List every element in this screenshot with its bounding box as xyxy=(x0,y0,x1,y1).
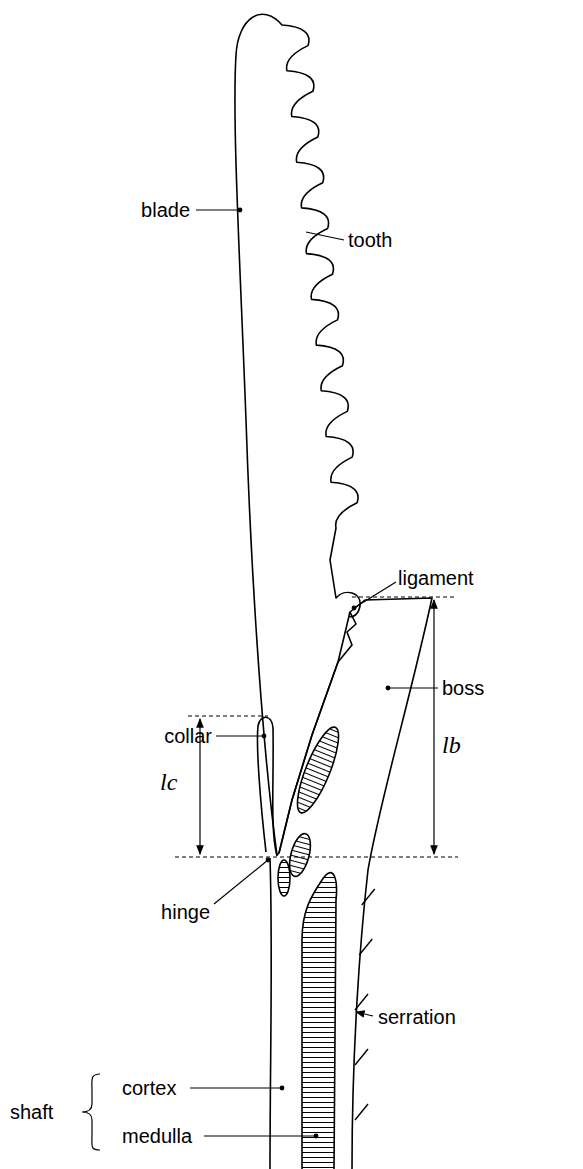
part-label: serration xyxy=(378,1006,456,1028)
leader-dot xyxy=(386,686,390,690)
dimension-dash xyxy=(352,596,455,597)
leader-dot xyxy=(262,734,266,738)
part-label: shaft xyxy=(10,1101,53,1123)
dimension-label: lc xyxy=(160,769,177,795)
dimension-label: lb xyxy=(442,732,461,758)
hollow xyxy=(290,723,347,817)
part-label: ligament xyxy=(398,567,474,589)
leader-dot xyxy=(314,1134,318,1138)
dimension-arrow xyxy=(433,600,434,854)
brace xyxy=(82,1074,100,1150)
serration-tick xyxy=(359,939,372,955)
leader-line xyxy=(354,582,396,608)
medulla-core xyxy=(302,873,336,1169)
leader-line xyxy=(356,1012,373,1016)
boss-shaft-right-edge xyxy=(350,598,432,1169)
serration-tick xyxy=(355,1104,368,1120)
shaft-left-edge xyxy=(270,858,271,1169)
hollow xyxy=(278,860,290,896)
leader-line xyxy=(204,1135,316,1136)
part-label: collar xyxy=(164,725,212,747)
part-label: cortex xyxy=(122,1077,176,1099)
serration-tick xyxy=(355,994,368,1010)
dimension-dash xyxy=(188,715,268,716)
leader-dot xyxy=(280,1086,284,1090)
part-label: tooth xyxy=(348,229,392,251)
leader-dot xyxy=(266,858,270,862)
leader-line xyxy=(306,232,344,240)
part-label: hinge xyxy=(161,901,210,923)
serration-tick xyxy=(362,889,375,905)
leader-line xyxy=(216,735,264,736)
leader-dot xyxy=(238,208,242,212)
hollow xyxy=(286,831,315,878)
leader-line xyxy=(190,1087,282,1088)
leader-dot xyxy=(352,606,356,610)
part-label: blade xyxy=(141,199,190,221)
collar-outline xyxy=(257,717,277,856)
serrations xyxy=(355,889,375,1120)
boss-inner-edge xyxy=(279,612,356,853)
blade-outline xyxy=(235,14,360,855)
leader-line xyxy=(214,860,268,904)
part-label: boss xyxy=(442,677,484,699)
dimension-dash xyxy=(175,856,458,857)
part-label: medulla xyxy=(122,1125,192,1147)
leader-line xyxy=(388,687,438,688)
serration-tick xyxy=(355,1049,368,1065)
leader-line xyxy=(196,209,240,210)
